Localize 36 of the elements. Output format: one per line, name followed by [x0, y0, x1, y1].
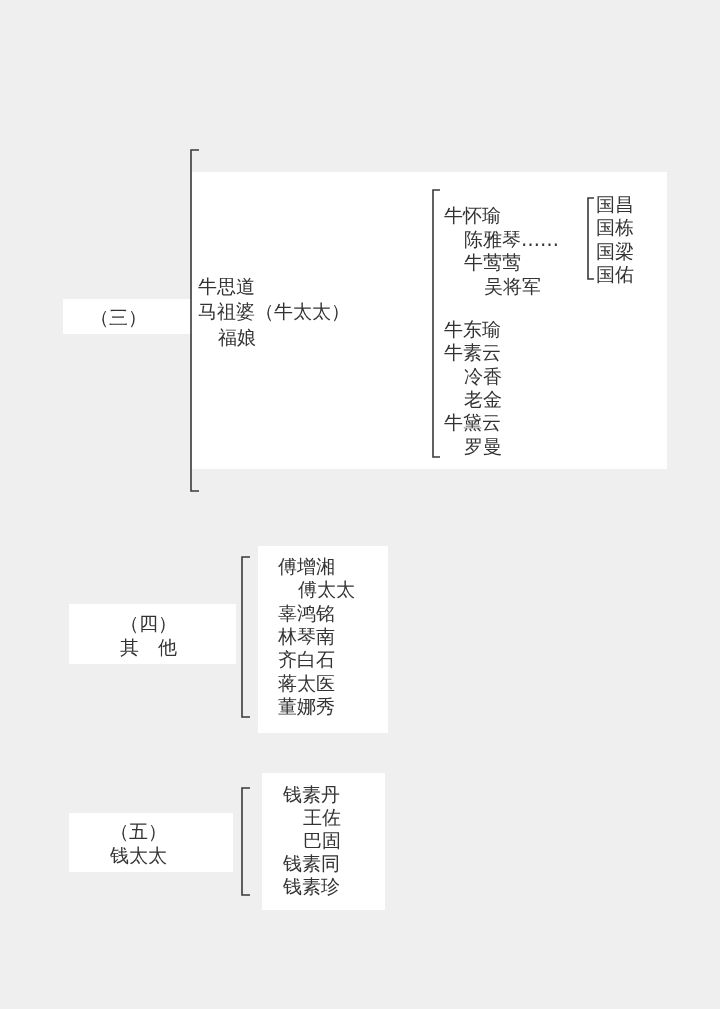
person-name: 吴将军: [484, 275, 541, 297]
person-name: 牛黛云: [444, 411, 501, 433]
section-title: 其 他: [119, 636, 177, 658]
person-name: 辜鸿铭: [278, 602, 335, 624]
person-name: 钱素丹: [283, 783, 340, 805]
name-list-panel: [192, 172, 667, 469]
person-name: 国佑: [596, 263, 634, 285]
person-name: 牛思道: [198, 275, 255, 297]
person-name: 冷香: [464, 365, 502, 387]
person-name: 国梁: [596, 240, 634, 262]
person-name: 钱素珍: [283, 875, 340, 897]
person-name: 福娘: [218, 326, 256, 348]
person-name: 钱太太: [109, 844, 167, 866]
section-number: （五）: [109, 820, 167, 842]
person-name: 国栋: [596, 216, 634, 238]
person-name: 林琴南: [278, 625, 335, 647]
person-name: 蒋太医: [278, 672, 335, 694]
label-panel: [63, 299, 192, 334]
person-name: 罗曼: [464, 435, 502, 457]
person-name: 陈雅琴……: [464, 228, 559, 250]
person-name: 齐白石: [278, 648, 335, 670]
person-name: 老金: [464, 388, 502, 410]
person-name: 王佐: [303, 806, 341, 828]
person-name: 马祖婆（牛太太）: [198, 300, 350, 322]
person-name: 傅增湘: [278, 555, 335, 577]
section-number: （三）: [89, 306, 147, 328]
section-number: （四）: [119, 612, 177, 634]
person-name: 牛素云: [444, 341, 501, 363]
person-name: 牛东瑜: [444, 318, 501, 340]
person-name: 牛怀瑜: [444, 204, 501, 226]
person-name: 董娜秀: [278, 695, 335, 717]
person-name: 牛莺莺: [464, 251, 521, 273]
person-name: 巴固: [303, 829, 341, 851]
person-name: 钱素同: [283, 852, 340, 874]
person-name: 傅太太: [298, 578, 355, 600]
person-name: 国昌: [596, 193, 634, 215]
